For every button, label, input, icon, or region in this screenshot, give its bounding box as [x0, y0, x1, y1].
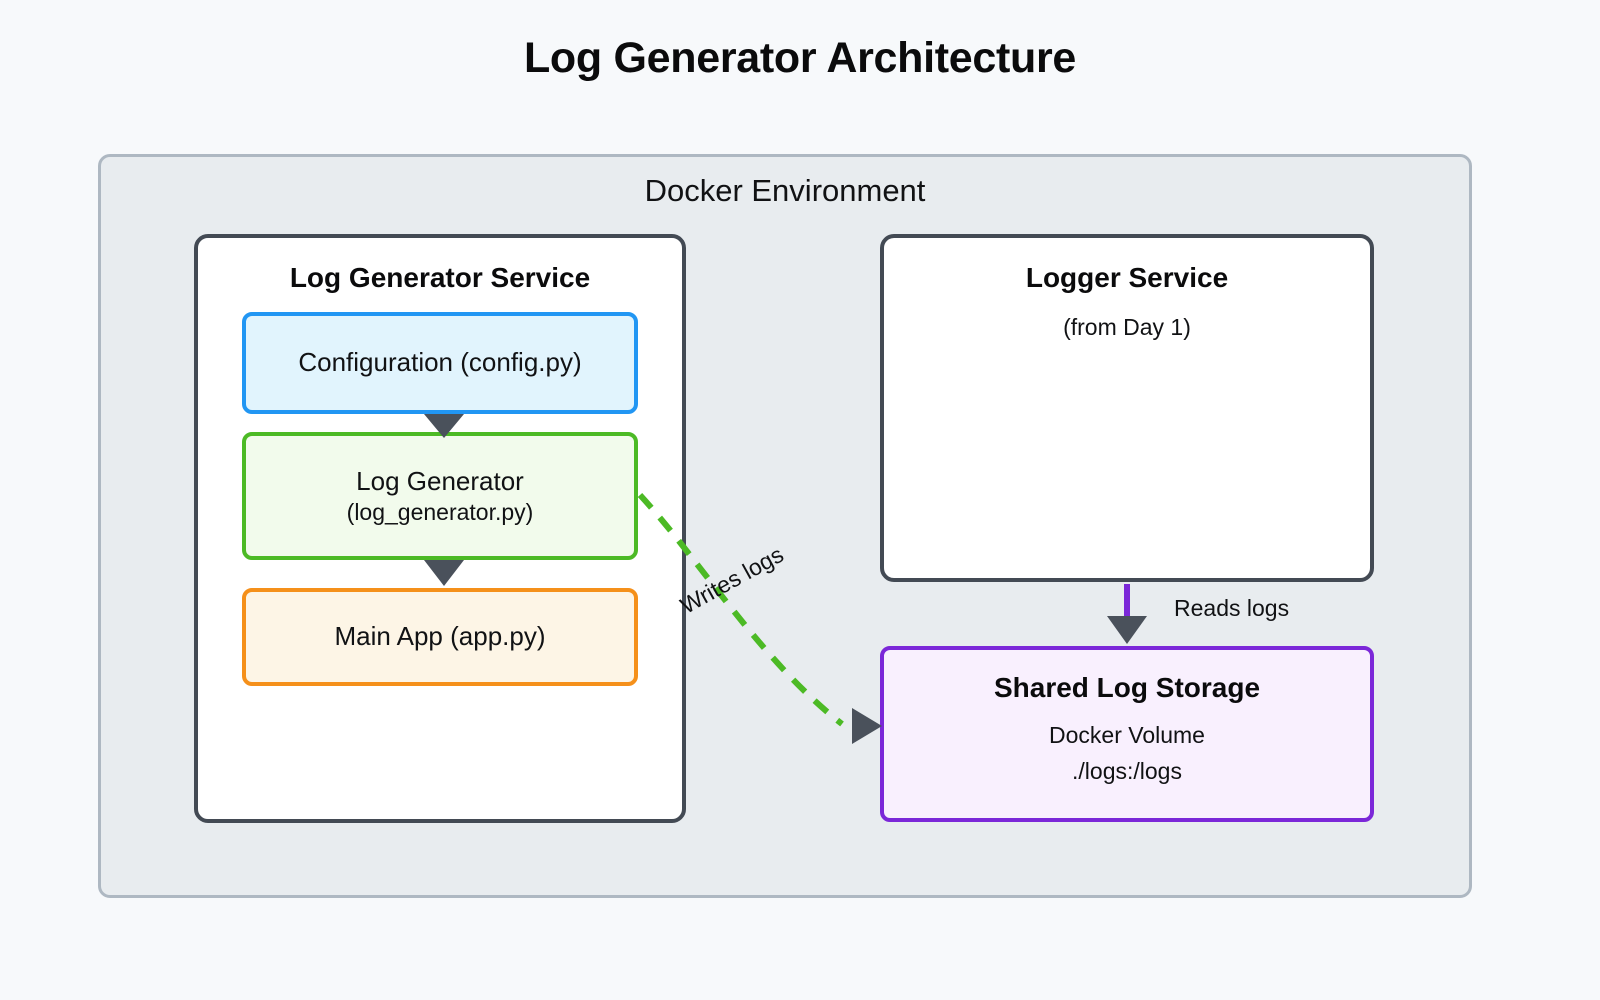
logger-service-box[interactable]: Logger Service (from Day 1): [880, 234, 1374, 582]
node-main-app-label: Main App (app.py): [334, 621, 546, 652]
shared-log-storage-line1: Docker Volume: [1049, 722, 1205, 748]
node-log-generator-label: Log Generator: [356, 466, 524, 497]
logger-service-title: Logger Service: [1025, 262, 1229, 293]
edge-label-reads-logs: Reads logs: [1174, 595, 1290, 621]
shared-log-storage-title: Shared Log Storage: [993, 672, 1261, 703]
node-configuration[interactable]: Configuration (config.py): [242, 312, 638, 414]
node-log-generator-file: (log_generator.py): [346, 498, 534, 525]
node-shared-log-storage[interactable]: Shared Log Storage Docker Volume ./logs:…: [880, 646, 1374, 822]
log-generator-service-title: Log Generator Service: [289, 262, 591, 293]
shared-log-storage-line2: ./logs:/logs: [1072, 757, 1182, 784]
node-main-app[interactable]: Main App (app.py): [242, 588, 638, 686]
node-configuration-label: Configuration (config.py): [298, 347, 582, 378]
page-title: Log Generator Architecture: [523, 34, 1077, 82]
logger-service-subtitle: (from Day 1): [1063, 314, 1191, 340]
node-log-generator[interactable]: Log Generator (log_generator.py): [242, 432, 638, 560]
docker-environment-label: Docker Environment: [644, 173, 926, 208]
